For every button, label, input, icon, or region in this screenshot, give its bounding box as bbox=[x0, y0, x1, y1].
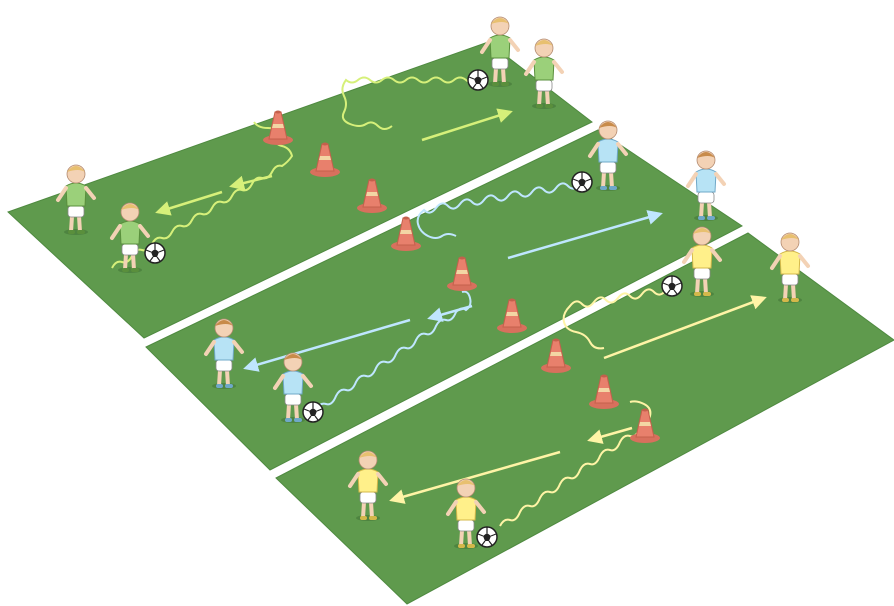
soccer-ball-icon bbox=[303, 402, 323, 422]
soccer-ball-icon bbox=[572, 172, 592, 192]
soccer-ball-icon bbox=[468, 70, 488, 90]
soccer-ball-icon bbox=[477, 527, 497, 547]
soccer-ball-icon bbox=[145, 243, 165, 263]
soccer-ball-icon bbox=[662, 276, 682, 296]
